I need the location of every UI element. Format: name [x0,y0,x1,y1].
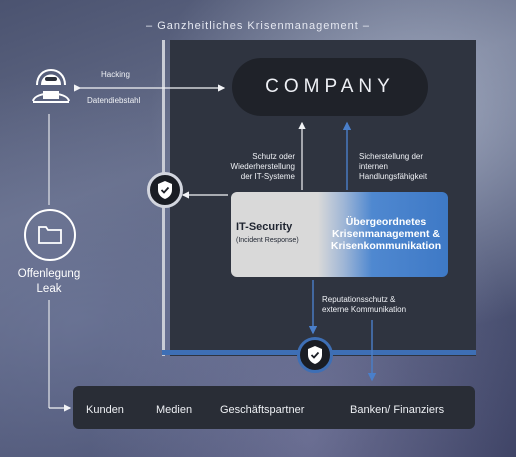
shield-check-icon [297,337,333,373]
stakeholder-geschaeftspartner: Geschäftspartner [220,404,305,416]
folder-icon [24,209,76,261]
hacker-icon [32,69,70,103]
stakeholder-kunden: Kunden [86,404,124,416]
stakeholder-medien: Medien [156,404,193,416]
hacking-label: Hacking [101,70,130,79]
stakeholder-bar [73,386,475,429]
reputation-label: Reputationsschutz & externe Kommunikatio… [322,295,407,314]
it-security-subtitle: (Incident Response) [236,237,299,244]
sicherstellung-label: Sicherstellung der internen Handlungsfäh… [359,152,428,181]
shield-check-icon [147,172,183,208]
diagram-title: – Ganzheitliches Krisenmanagement – [146,20,370,32]
stakeholder-banken: Banken/ Finanziers [350,404,445,416]
krisenmanagement-label: Übergeordnetes Krisenmanagement & Krisen… [330,216,442,252]
schutz-label: Schutz oder Wiederherstellung der IT-Sys… [230,152,295,181]
response-box [231,192,448,277]
leak-label: Offenlegung Leak [17,268,81,295]
it-security-title: IT-Security [236,221,293,233]
company-node: COMPANY [232,58,428,116]
datendiebstahl-label: Datendiebstahl [87,96,141,105]
